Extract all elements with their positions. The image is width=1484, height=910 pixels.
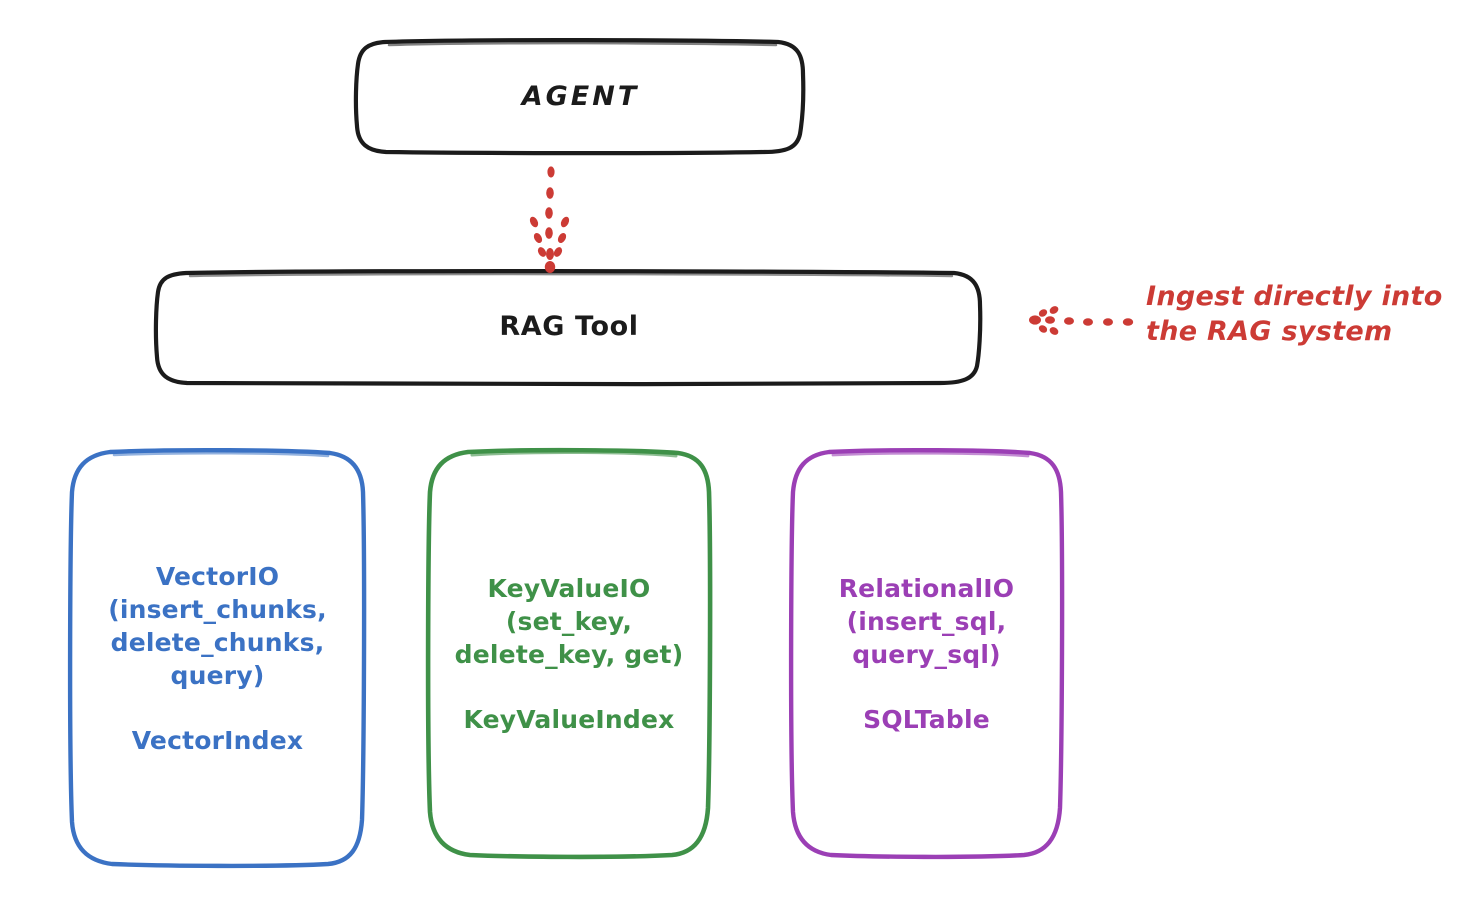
rag-tool-label: RAG Tool	[499, 311, 639, 343]
node-key-value-io[interactable]: KeyValueIO (set_key, delete_key, get) Ke…	[430, 450, 708, 855]
annotation-ingest-directly: Ingest directly into the RAG system	[1146, 281, 1443, 348]
rag-tool-box-outline	[153, 269, 983, 387]
agent-box-outline	[353, 38, 806, 156]
agent-label: AGENT	[521, 81, 640, 113]
node-agent[interactable]: AGENT	[357, 41, 804, 153]
sql-table-label: SQLTable	[863, 704, 990, 734]
key-value-index-label: KeyValueIndex	[463, 704, 675, 734]
key-value-io-box-outline	[425, 447, 713, 860]
node-relational-io[interactable]: RelationalIO (insert_sql, query_sql) SQL…	[793, 450, 1060, 855]
connector-ingest-to-rag-tool	[1029, 306, 1134, 335]
key-value-io-label: KeyValueIO (set_key, delete_key, get)	[454, 573, 684, 669]
node-rag-tool[interactable]: RAG Tool	[157, 272, 981, 382]
vector-io-label: VectorIO (insert_chunks, delete_chunks, …	[108, 562, 327, 690]
relational-io-label: RelationalIO (insert_sql, query_sql)	[838, 573, 1015, 669]
vector-io-box-outline	[67, 447, 367, 869]
node-vector-io[interactable]: VectorIO (insert_chunks, delete_chunks, …	[71, 450, 364, 865]
vector-index-label: VectorIndex	[131, 726, 304, 755]
relational-io-box-outline	[788, 447, 1065, 860]
connector-agent-to-rag-tool	[529, 166, 570, 273]
